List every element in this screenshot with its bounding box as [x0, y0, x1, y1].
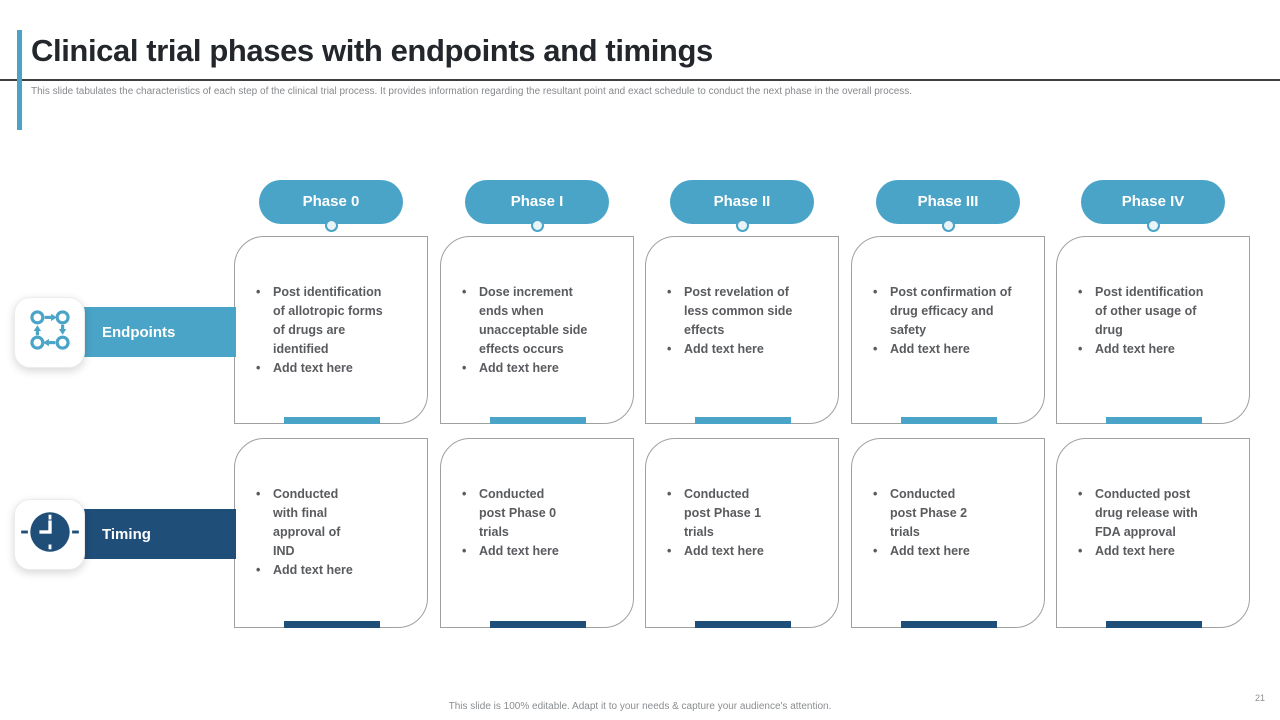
timing-card: Conducted post Phase 1 trials Add text h… [645, 438, 839, 628]
pill-connector-dot [736, 219, 749, 232]
page-number: 21 [1254, 693, 1265, 703]
endpoints-row-label-text: Endpoints [102, 323, 176, 341]
bullet-item: Add text here [868, 340, 1036, 359]
bullet-item: Add text here [662, 542, 830, 561]
phase-pill: Phase 0 [259, 180, 403, 224]
endpoints-card: Post confirmation of drug efficacy and s… [851, 236, 1045, 424]
bullet-item: Post identification of allotropic forms … [251, 283, 419, 359]
clock-icon [19, 507, 81, 562]
endpoints-card: Post revelation of less common side effe… [645, 236, 839, 424]
card-accent-bar [901, 417, 997, 424]
header-divider [0, 79, 1280, 81]
bullet-item: Add text here [868, 542, 1036, 561]
card-bullet-list: Post confirmation of drug efficacy and s… [852, 237, 1044, 359]
card-bullet-list: Conducted with final approval of IND Add… [235, 439, 427, 580]
card-bullet-list: Post identification of other usage of dr… [1057, 237, 1249, 359]
phase-pill: Phase III [876, 180, 1020, 224]
pill-connector-dot [1147, 219, 1160, 232]
card-bullet-list: Post revelation of less common side effe… [646, 237, 838, 359]
bullet-item: Conducted post Phase 2 trials [868, 485, 1036, 542]
card-accent-bar [284, 621, 380, 628]
card-bullet-list: Conducted post Phase 0 trials Add text h… [441, 439, 633, 561]
card-accent-bar [490, 621, 586, 628]
page-title: Clinical trial phases with endpoints and… [31, 33, 713, 68]
bullet-item: Add text here [457, 542, 625, 561]
card-bullet-list: Conducted post Phase 1 trials Add text h… [646, 439, 838, 561]
bullet-item: Add text here [1073, 542, 1241, 561]
pill-connector-dot [942, 219, 955, 232]
bullet-item: Post identification of other usage of dr… [1073, 283, 1241, 340]
card-accent-bar [284, 417, 380, 424]
card-accent-bar [695, 621, 791, 628]
endpoints-card: Dose increment ends when unacceptable si… [440, 236, 634, 424]
card-accent-bar [490, 417, 586, 424]
card-bullet-list: Post identification of allotropic forms … [235, 237, 427, 378]
timing-card: Conducted post drug release with FDA app… [1056, 438, 1250, 628]
footer-note: This slide is 100% editable. Adapt it to… [448, 701, 832, 712]
bullet-item: Add text here [457, 359, 625, 378]
endpoints-card: Post identification of allotropic forms … [234, 236, 428, 424]
pill-connector-dot [325, 219, 338, 232]
timing-card: Conducted post Phase 0 trials Add text h… [440, 438, 634, 628]
timing-icon-tile [14, 499, 85, 570]
card-bullet-list: Conducted post Phase 2 trials Add text h… [852, 439, 1044, 561]
card-bullet-list: Conducted post drug release with FDA app… [1057, 439, 1249, 561]
bullet-item: Conducted with final approval of IND [251, 485, 419, 561]
phase-pill: Phase I [465, 180, 609, 224]
bullet-item: Conducted post drug release with FDA app… [1073, 485, 1241, 542]
pill-connector-dot [531, 219, 544, 232]
bullet-item: Add text here [662, 340, 830, 359]
bullet-item: Dose increment ends when unacceptable si… [457, 283, 625, 359]
bullet-item: Add text here [251, 561, 419, 580]
card-accent-bar [1106, 621, 1202, 628]
cycle-process-icon [29, 309, 71, 356]
card-accent-bar [901, 621, 997, 628]
bullet-item: Add text here [1073, 340, 1241, 359]
endpoints-card: Post identification of other usage of dr… [1056, 236, 1250, 424]
bullet-item: Conducted post Phase 1 trials [662, 485, 830, 542]
bullet-item: Post confirmation of drug efficacy and s… [868, 283, 1036, 340]
card-bullet-list: Dose increment ends when unacceptable si… [441, 237, 633, 378]
timing-row-label-text: Timing [102, 525, 151, 543]
timing-card: Conducted post Phase 2 trials Add text h… [851, 438, 1045, 628]
endpoints-icon-tile [14, 297, 85, 368]
phase-pill: Phase II [670, 180, 814, 224]
slide-subtitle: This slide tabulates the characteristics… [31, 86, 913, 97]
bullet-item: Post revelation of less common side effe… [662, 283, 830, 340]
card-accent-bar [695, 417, 791, 424]
bullet-item: Conducted post Phase 0 trials [457, 485, 625, 542]
timing-card: Conducted with final approval of IND Add… [234, 438, 428, 628]
bullet-item: Add text here [251, 359, 419, 378]
phase-pill: Phase IV [1081, 180, 1225, 224]
card-accent-bar [1106, 417, 1202, 424]
title-accent-bar [17, 30, 22, 130]
